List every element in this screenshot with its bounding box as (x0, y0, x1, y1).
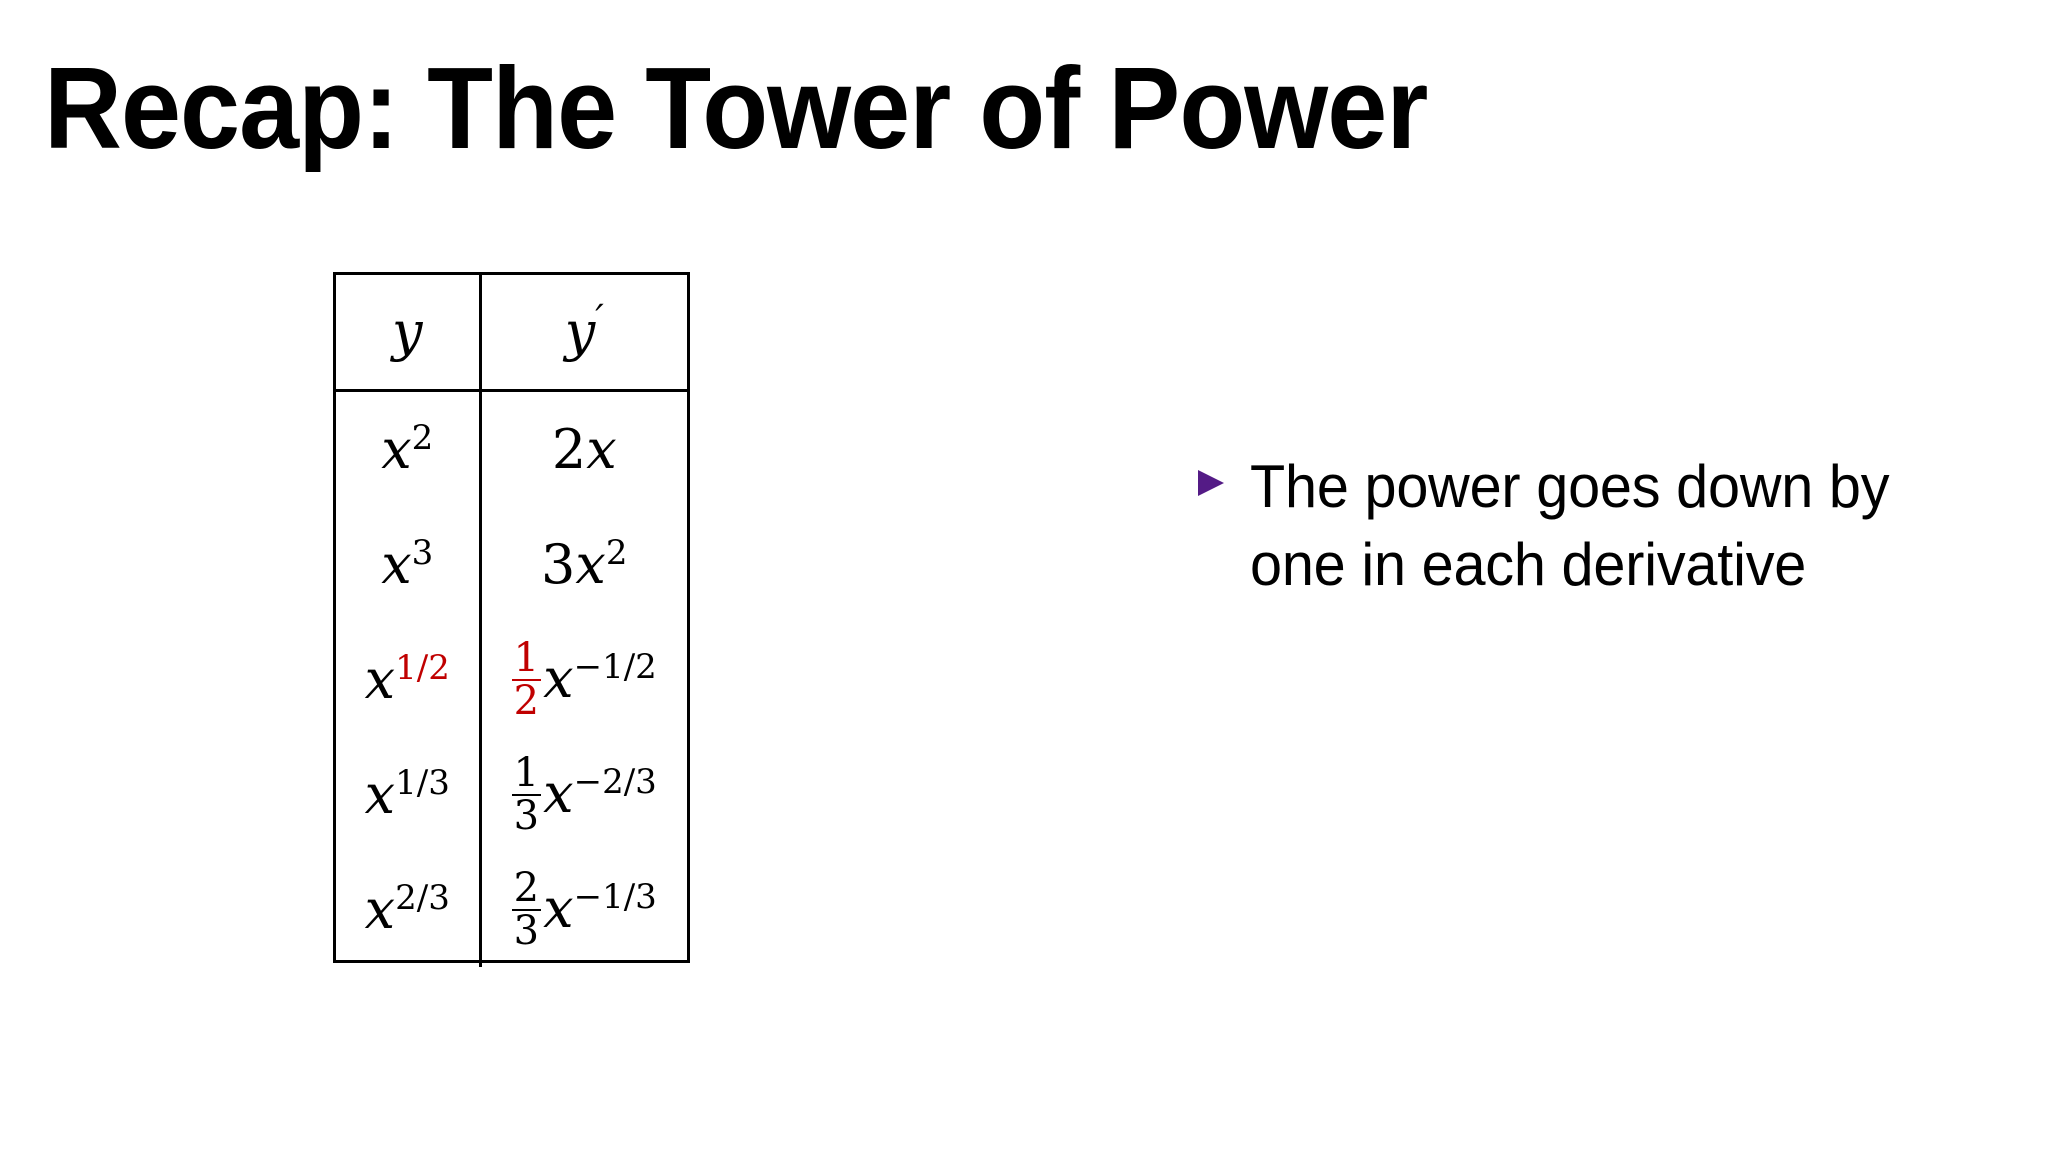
derivative-table: y y′ x2 2x x (333, 272, 690, 967)
table-header: y y′ (336, 275, 687, 392)
cell-function: x1/2 (336, 622, 482, 737)
table-header-cell-y-prime: y′ (480, 275, 687, 392)
table-row: x3 3x2 (336, 507, 687, 622)
formula-x-pow-third: x1/3 (364, 762, 450, 826)
page-title: Recap: The Tower of Power (44, 43, 1428, 173)
cell-derivative: 3x2 (480, 507, 687, 622)
list-item: The power goes down by one in each deriv… (1198, 448, 1918, 604)
cell-function: x3 (336, 507, 482, 622)
cell-function: x2/3 (336, 852, 482, 967)
triangle-right-bullet-icon (1198, 470, 1224, 496)
derivative-table-grid: y y′ x2 2x x (336, 275, 687, 967)
table-header-row: y y′ (336, 275, 687, 392)
table-body: x2 2x x3 3x2 x1/2 (336, 390, 687, 967)
cell-function: x1/3 (336, 737, 482, 852)
bullet-item-label: The power goes down by one in each deriv… (1250, 453, 1890, 598)
header-formula-y: y (391, 300, 423, 363)
cell-function: x2 (336, 390, 482, 507)
table-row: x2 2x (336, 390, 687, 508)
formula-x-squared: x2 (381, 417, 434, 481)
formula-x-pow-two-thirds: x2/3 (364, 877, 450, 941)
formula-2x: 2x (551, 417, 617, 481)
formula-x-cubed: x3 (381, 532, 434, 596)
formula-3x-squared: 3x2 (541, 532, 628, 596)
table-header-cell-y: y (336, 275, 482, 392)
header-formula-y-prime: y′ (564, 296, 604, 363)
formula-x-pow-half: x1/2 (364, 647, 450, 711)
cell-derivative: 2x (480, 391, 687, 508)
bullet-list: The power goes down by one in each deriv… (1198, 448, 1918, 604)
